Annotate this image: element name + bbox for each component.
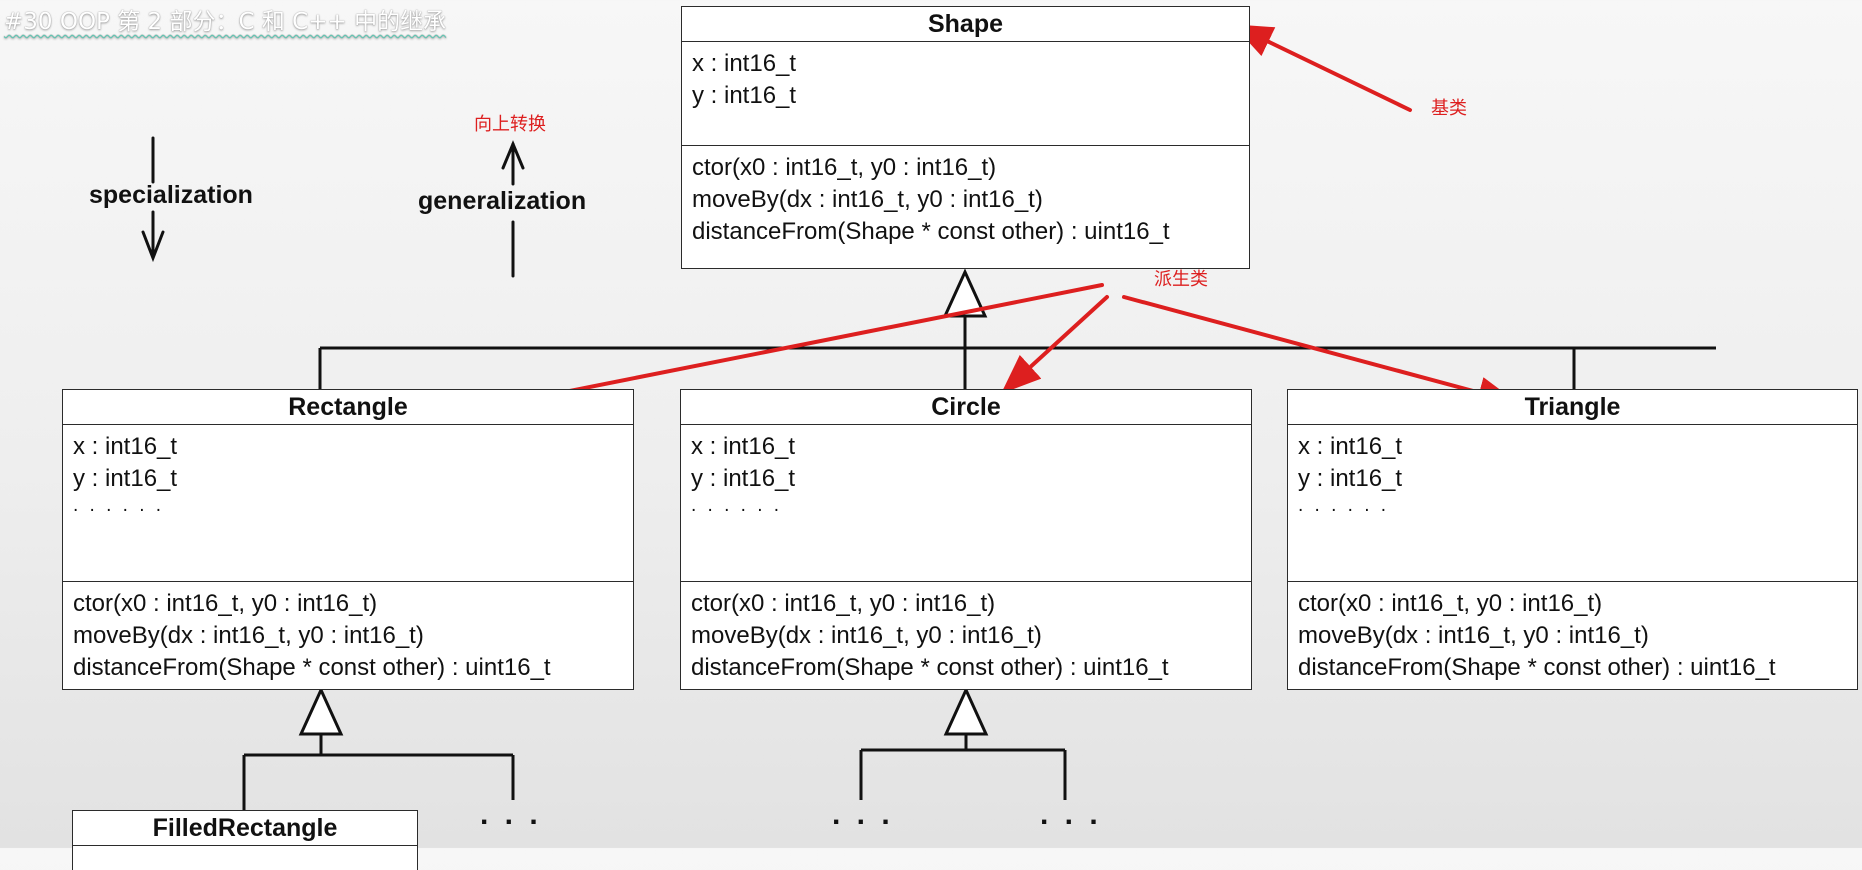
- class-name-shape: Shape: [682, 7, 1249, 42]
- methods-circle: ctor(x0 : int16_t, y0 : int16_t) moveBy(…: [681, 582, 1251, 689]
- class-box-filled-rectangle: FilledRectangle: [72, 810, 418, 870]
- more-subclasses-circle-left: . . .: [832, 798, 894, 831]
- derived-circle-arrow: [1001, 295, 1109, 394]
- method-ellipsis: . . . . . .: [691, 684, 1241, 689]
- methods-shape: ctor(x0 : int16_t, y0 : int16_t) moveBy(…: [682, 146, 1249, 248]
- methods-triangle: ctor(x0 : int16_t, y0 : int16_t) moveBy(…: [1288, 582, 1857, 689]
- attributes-rectangle: x : int16_t y : int16_t . . . . . .: [63, 425, 633, 582]
- method: ctor(x0 : int16_t, y0 : int16_t): [691, 590, 996, 617]
- attribute-ellipsis: . . . . . .: [1298, 495, 1390, 516]
- method: moveBy(dx : int16_t, y0 : int16_t): [1298, 622, 1649, 649]
- class-name-rectangle: Rectangle: [63, 390, 633, 425]
- method: moveBy(dx : int16_t, y0 : int16_t): [73, 622, 424, 649]
- attributes-circle: x : int16_t y : int16_t . . . . . .: [681, 425, 1251, 582]
- inheritance-arrowhead-circle: [943, 686, 989, 736]
- inheritance-arrowhead-rectangle: [298, 686, 344, 736]
- class-name-triangle: Triangle: [1288, 390, 1857, 425]
- attribute: y : int16_t: [692, 82, 797, 109]
- more-subclasses-circle-right: . . .: [1040, 798, 1102, 831]
- attribute: x : int16_t: [73, 433, 178, 460]
- method-ellipsis: . . . . . .: [1298, 684, 1847, 689]
- class-box-triangle: Triangle x : int16_t y : int16_t . . . .…: [1287, 389, 1858, 690]
- method: distanceFrom(Shape * const other) : uint…: [692, 218, 1170, 245]
- specialization-label: specialization: [89, 181, 253, 209]
- attribute: x : int16_t: [692, 50, 797, 77]
- attributes-triangle: x : int16_t y : int16_t . . . . . .: [1288, 425, 1857, 582]
- class-box-rectangle: Rectangle x : int16_t y : int16_t . . . …: [62, 389, 634, 690]
- method: ctor(x0 : int16_t, y0 : int16_t): [692, 154, 997, 181]
- method: distanceFrom(Shape * const other) : uint…: [1298, 654, 1776, 681]
- method: moveBy(dx : int16_t, y0 : int16_t): [691, 622, 1042, 649]
- generalization-label: generalization: [418, 187, 587, 215]
- direction-arrows: [141, 136, 525, 278]
- method: distanceFrom(Shape * const other) : uint…: [691, 654, 1169, 681]
- method: ctor(x0 : int16_t, y0 : int16_t): [1298, 590, 1603, 617]
- attribute: y : int16_t: [691, 465, 796, 492]
- attribute: y : int16_t: [73, 465, 178, 492]
- inheritance-tree-rectangle: [242, 734, 515, 810]
- derived-class-annotation: 派生类: [1154, 269, 1208, 290]
- more-subclasses-rectangle: . . .: [480, 798, 542, 831]
- class-name-circle: Circle: [681, 390, 1251, 425]
- attribute: y : int16_t: [1298, 465, 1403, 492]
- derived-triangle-arrow: [1122, 295, 1518, 409]
- base-class-annotation: 基类: [1431, 98, 1467, 119]
- inheritance-tree-circle: [859, 734, 1067, 800]
- method-ellipsis: . . . . . .: [73, 684, 623, 689]
- method: ctor(x0 : int16_t, y0 : int16_t): [73, 590, 378, 617]
- attributes-shape: x : int16_t y : int16_t: [682, 42, 1249, 146]
- attribute-ellipsis: . . . . . .: [691, 495, 783, 516]
- generalization-arrowhead: [501, 140, 525, 170]
- inheritance-arrowhead-shape: [942, 268, 988, 318]
- attribute: x : int16_t: [691, 433, 796, 460]
- inheritance-tree-shape: [318, 316, 1716, 389]
- methods-rectangle: ctor(x0 : int16_t, y0 : int16_t) moveBy(…: [63, 582, 633, 689]
- attribute-ellipsis: . . . . . .: [73, 495, 165, 516]
- upcast-annotation: 向上转换: [474, 114, 546, 135]
- video-title: #30 OOP 第 2 部分：C 和 C++ 中的继承: [4, 9, 447, 35]
- method: distanceFrom(Shape * const other) : uint…: [73, 654, 551, 681]
- class-box-shape: Shape x : int16_t y : int16_t ctor(x0 : …: [681, 6, 1250, 269]
- specialization-arrowhead: [141, 230, 165, 263]
- class-name-filled-rectangle: FilledRectangle: [73, 811, 417, 846]
- attribute: x : int16_t: [1298, 433, 1403, 460]
- class-box-circle: Circle x : int16_t y : int16_t . . . . .…: [680, 389, 1252, 690]
- base-class-arrow: [1232, 24, 1412, 112]
- method: moveBy(dx : int16_t, y0 : int16_t): [692, 186, 1043, 213]
